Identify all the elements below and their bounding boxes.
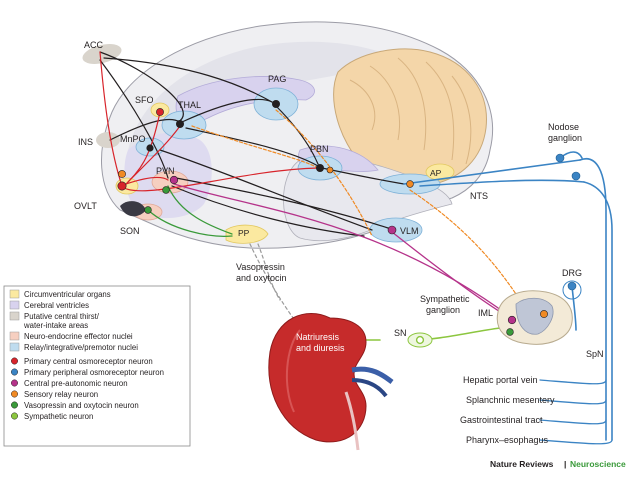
label-pbn: PBN <box>310 144 329 154</box>
labels: ACC SFO THAL PAG INS MnPO PBN PVN OVLT S… <box>74 40 604 445</box>
renal-vessels <box>351 366 394 384</box>
thirst-area-ins <box>96 132 120 148</box>
neuron-nts-orange <box>406 180 414 188</box>
label-vasopressin-2: and oxytocin <box>236 273 287 283</box>
neuron-nodose-1 <box>555 153 565 163</box>
label-sym-ganglion-1: Sympathetic <box>420 294 470 304</box>
legend-neuron-label: Sympathetic neuron <box>24 412 93 421</box>
credit-journal: Nature Reviews <box>490 459 554 469</box>
legend-neuron-label: Vasopressin and oxytocin neuron <box>24 401 139 410</box>
label-vasopressin-1: Vasopressin <box>236 262 285 272</box>
neuron-iml-green <box>506 328 514 336</box>
legend-neuron-dot <box>11 368 18 376</box>
legend-area-label: Cerebral ventricles <box>24 301 89 310</box>
neuron-son-green <box>144 206 152 214</box>
thal-nucleus <box>161 110 207 140</box>
credit-section: Neuroscience <box>570 459 626 469</box>
label-target-gi: Gastrointestinal tract <box>460 415 543 425</box>
legend-area-swatch <box>9 331 20 341</box>
label-spn: SpN <box>586 349 604 359</box>
label-nodose-1: Nodose <box>548 122 579 132</box>
label-mnpo: MnPO <box>120 134 146 144</box>
neuron-spinal-orange <box>540 310 548 318</box>
neuron-mnpo <box>146 144 154 152</box>
label-nodose-2: ganglion <box>548 133 582 143</box>
neurons <box>117 100 581 291</box>
legend-area-label: Relay/integrative/premotor nuclei <box>24 343 138 352</box>
label-sym-ganglion-2: ganglion <box>426 305 460 315</box>
legend-neuron-dot <box>11 390 18 398</box>
label-thal: THAL <box>178 100 201 110</box>
legend-area-label: water-intake areas <box>23 321 88 330</box>
label-target-splanchnic: Splanchnic mesentery <box>466 395 555 405</box>
label-sn: SN <box>394 328 407 338</box>
label-son: SON <box>120 226 140 236</box>
label-pag: PAG <box>268 74 286 84</box>
label-iml: IML <box>478 308 493 318</box>
legend-area-label: Neuro-endocrine effector nuclei <box>24 332 133 341</box>
pp-organ <box>225 224 269 244</box>
sympathetic-ganglion <box>407 332 433 348</box>
kidney <box>268 313 394 451</box>
label-acc: ACC <box>84 40 104 50</box>
neuron-ovlt-orange <box>118 170 126 178</box>
legend-area-swatch <box>9 342 20 352</box>
label-ins: INS <box>78 137 93 147</box>
label-target-pharynx: Pharynx–esophagus <box>466 435 549 445</box>
legend-neuron-dot <box>11 379 18 387</box>
neuron-pbn-orange <box>326 166 334 174</box>
legend-neuron-label: Primary peripheral osmoreceptor neuron <box>24 368 164 377</box>
neuron-pag <box>272 100 280 108</box>
credit: Nature Reviews | Neuroscience <box>490 459 626 469</box>
label-target-hepatic: Hepatic portal vein <box>463 375 538 385</box>
neuron-iml-magenta <box>507 315 517 325</box>
neuron-ovlt-red <box>117 181 127 191</box>
label-ovlt: OVLT <box>74 201 97 211</box>
optic-chiasm <box>120 201 146 217</box>
legend-neuron-label: Central pre-autonomic neuron <box>24 379 128 388</box>
neuron-drg <box>567 281 577 291</box>
neuron-pbn <box>316 164 324 172</box>
legend-neuron-label: Primary central osmoreceptor neuron <box>24 357 153 366</box>
label-kidney-1: Natriuresis <box>296 332 340 342</box>
label-drg: DRG <box>562 268 582 278</box>
credit-separator: | <box>564 459 566 469</box>
label-pvn: PVN <box>156 166 175 176</box>
ap-organ <box>425 163 455 181</box>
label-ap: AP <box>430 168 442 178</box>
legend-frame <box>3 285 191 447</box>
legend-neuron-label: Sensory relay neuron <box>24 390 98 399</box>
label-nts: NTS <box>470 191 488 201</box>
legend-neuron-dot <box>11 357 18 365</box>
neuron-sympathetic <box>415 335 425 345</box>
legend-area-label: Putative central thirst/ <box>24 312 100 321</box>
legend-neuron-dot <box>11 401 18 409</box>
legend-area-swatch <box>9 289 20 299</box>
legend-neuron-dot <box>11 412 18 420</box>
legend-area-label: Circumventricular organs <box>24 290 111 299</box>
neuron-pvn-magenta <box>169 175 179 185</box>
spinal-cord <box>496 280 582 345</box>
legend-area-swatch <box>9 311 20 321</box>
neuron-vlm <box>387 225 397 235</box>
label-vlm: VLM <box>400 226 419 236</box>
drg-ganglion <box>562 280 582 300</box>
neuron-thal <box>176 120 184 128</box>
label-sfo: SFO <box>135 95 154 105</box>
neuron-sfo-red <box>156 108 164 116</box>
legend-area-swatch <box>9 300 20 310</box>
pathways <box>99 51 613 445</box>
label-kidney-2: and diuresis <box>296 343 345 353</box>
label-pp: PP <box>238 228 250 238</box>
neuron-nodose-2 <box>571 171 581 181</box>
neuron-pvn-green <box>162 186 170 194</box>
